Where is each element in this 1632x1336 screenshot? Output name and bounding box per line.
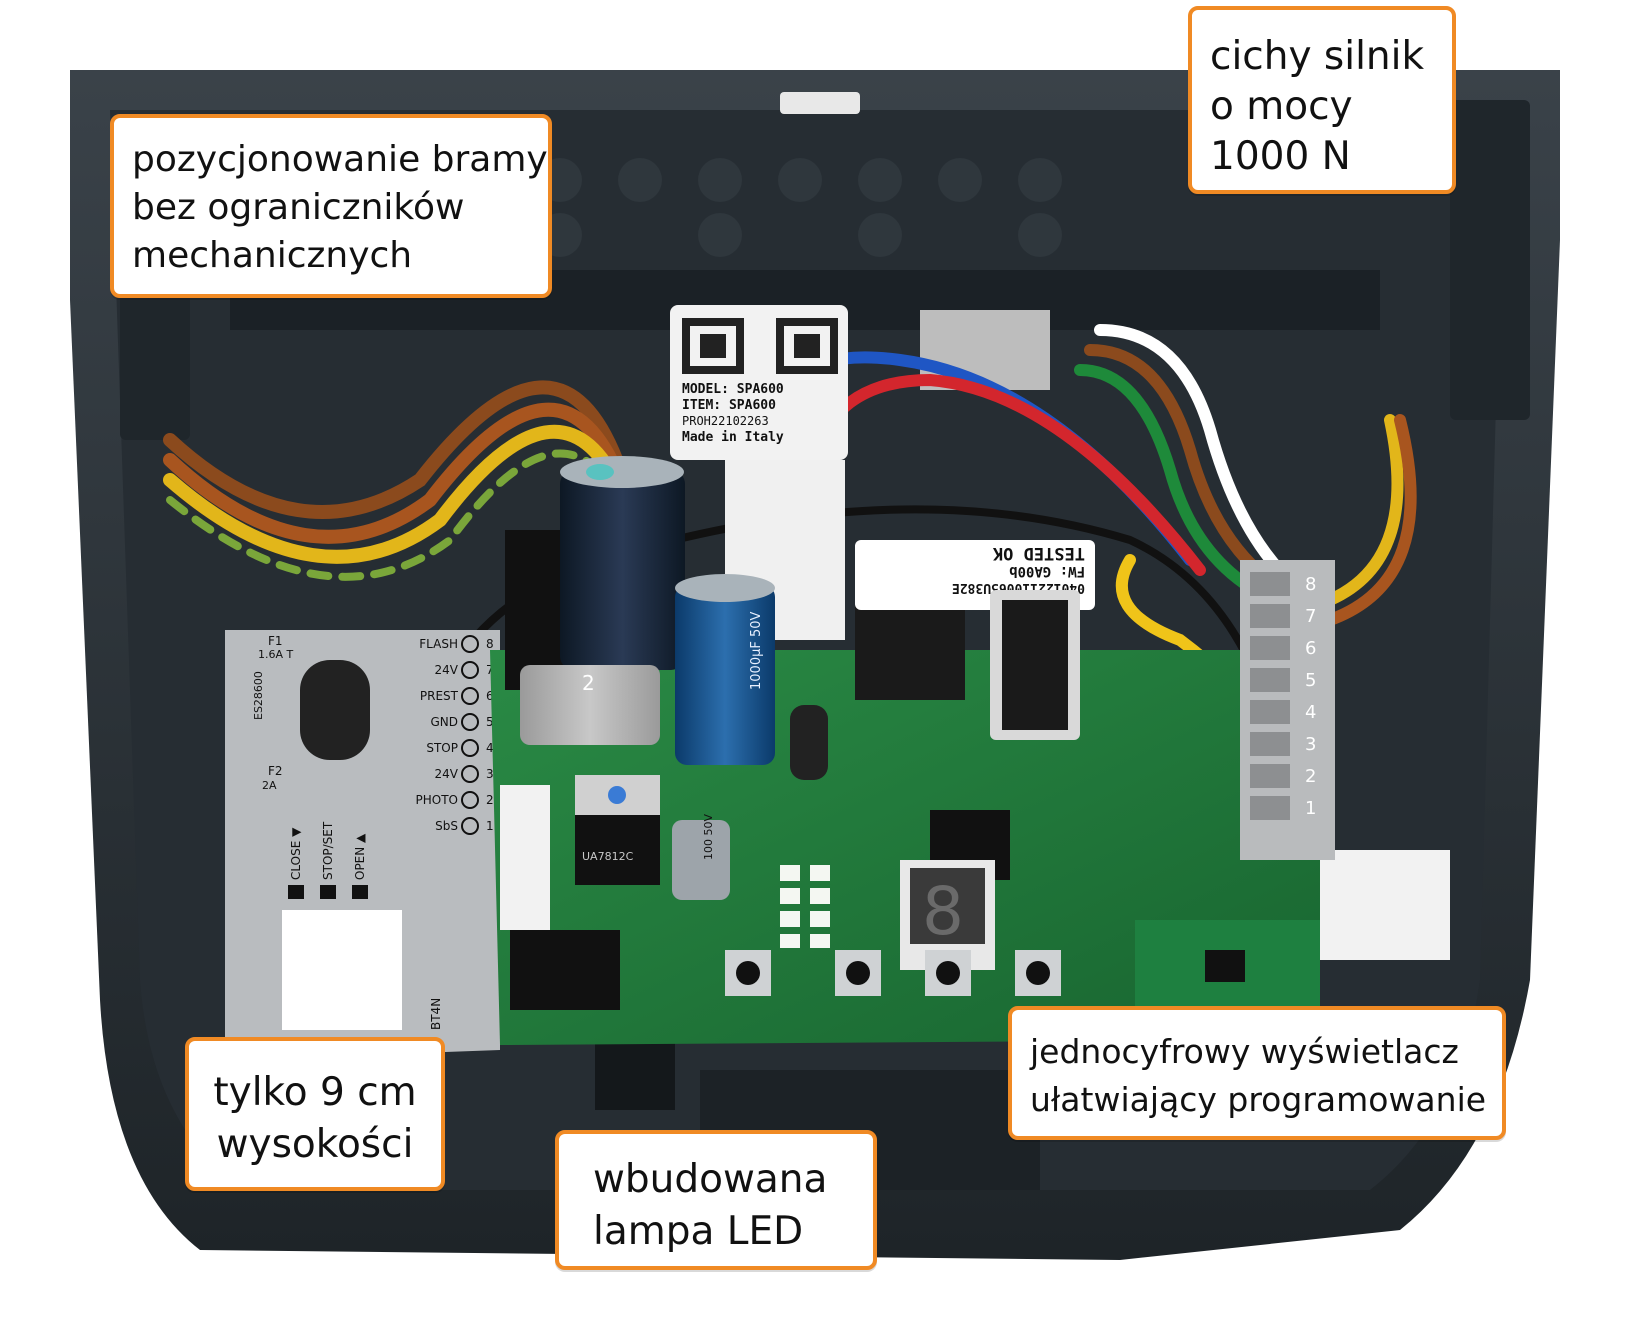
callout-text-line: wbudowana [593, 1157, 828, 1202]
terminal-label: 24V [435, 767, 459, 781]
callout-led-lamp: wbudowana lampa LED [555, 1130, 877, 1270]
terminal-slot [1250, 668, 1290, 692]
terminal-label: PREST [420, 689, 459, 703]
terminal-screw-icon [461, 765, 479, 783]
terminal-number: 2 [486, 793, 494, 807]
callout-text-line: wysokości [216, 1122, 414, 1167]
callout-text-line: lampa LED [593, 1209, 804, 1254]
terminal-block-number: 4 [1305, 702, 1316, 723]
capacitor-big-rating: 1000μF 50V [749, 611, 764, 690]
terminal-block-number: 3 [1305, 734, 1316, 755]
terminal-screw-icon [461, 817, 479, 835]
regulator-label: UA7812C [582, 850, 634, 863]
terminal-slot [1250, 604, 1290, 628]
terminal-screw-icon [461, 661, 479, 679]
side-connector [500, 785, 550, 930]
terminal-number: 8 [486, 637, 494, 651]
callout-text-line: jednocyfrowy wyświetlacz [1030, 1032, 1459, 1071]
fuse1-rating: 1.6A T [258, 648, 294, 661]
panel-button-label: OPEN ▲ [353, 833, 367, 880]
terminal-block: 8 7 6 5 4 3 2 1 [1240, 560, 1335, 860]
capacitor-small [672, 820, 730, 900]
pcb-buttons [725, 950, 1061, 996]
terminal-number: 1 [486, 819, 494, 833]
fuse [520, 665, 660, 745]
terminal-slot [1250, 636, 1290, 660]
terminal-slot [1250, 700, 1290, 724]
terminal-label: SbS [435, 819, 458, 833]
terminal-slot [1250, 732, 1290, 756]
terminal-number: 3 [486, 767, 494, 781]
terminal-screw-icon [461, 713, 479, 731]
label-item: ITEM: SPA600 [682, 398, 776, 413]
terminal-label: PHOTO [416, 793, 458, 807]
callout-text-line: pozycjonowanie bramy [132, 139, 548, 180]
terminal-label: STOP [426, 741, 458, 755]
panel-button-marker-icon [352, 885, 368, 899]
choke [790, 705, 828, 780]
terminal-label: 24V [435, 663, 459, 677]
terminal-block-number: 2 [1305, 766, 1316, 787]
panel-button-label: CLOSE ▼ [289, 827, 303, 880]
terminal-number: 4 [486, 741, 494, 755]
terminal-screw-icon [461, 739, 479, 757]
terminal-screw-icon [461, 791, 479, 809]
tested-status: TESTED OK [992, 543, 1085, 563]
callout-text-line: ułatwiający programowanie [1030, 1080, 1487, 1119]
terminal-block-number: 7 [1305, 606, 1316, 627]
terminal-slot [1250, 572, 1290, 596]
callout-text-line: mechanicznych [132, 235, 413, 276]
callout-text-line: cichy silnik [1210, 34, 1425, 79]
callout-height: tylko 9 cm wysokości [185, 1037, 445, 1191]
callout-text-line: tylko 9 cm [213, 1070, 417, 1115]
fuse-value: 2 [582, 671, 595, 695]
callout-text-line: 1000 N [1210, 134, 1351, 179]
callout-quiet-motor: cichy silnik o mocy 1000 N [1188, 6, 1456, 194]
callout-gate-positioning: pozycjonowanie bramy bez ograniczników m… [110, 114, 552, 298]
regulator [575, 815, 660, 885]
callout-display: jednocyfrowy wyświetlacz ułatwiający pro… [1008, 1006, 1506, 1140]
label-made-in: Made in Italy [682, 430, 784, 445]
panel-button-marker-icon [288, 885, 304, 899]
capacitor-blue [675, 585, 775, 765]
callout-text-line: bez ograniczników [132, 187, 465, 228]
product-label: MODEL: SPA600 ITEM: SPA600 PROH22102263 … [670, 305, 848, 460]
terminal-number: 6 [486, 689, 494, 703]
led-lamp-array [780, 865, 830, 948]
connector-label: BT4N [429, 998, 443, 1030]
panel-code: ES28600 [252, 671, 265, 720]
fuse2-label: F2 [268, 764, 283, 778]
fuse1-label: F1 [268, 634, 283, 648]
terminal-screw-icon [461, 635, 479, 653]
panel-button-labels: CLOSE ▼ STOP/SET OPEN ▲ [288, 821, 368, 899]
header-connector [510, 930, 620, 1010]
terminal-slot [1250, 764, 1290, 788]
seven-segment-digit: 8 [922, 873, 964, 950]
capacitor-small-rating: 100 50V [702, 814, 715, 860]
pcb: 1000μF 50V 2 040122110065U382E FW: GA00b… [490, 456, 1320, 1045]
terminal-block-number: 5 [1305, 670, 1316, 691]
callout-text-line: o mocy [1210, 84, 1353, 129]
terminal-block-number: 8 [1305, 574, 1316, 595]
label-model: MODEL: SPA600 [682, 382, 784, 397]
panel-button-marker-icon [320, 885, 336, 899]
terminal-number: 7 [486, 663, 494, 677]
panel-button-label: STOP/SET [321, 821, 335, 880]
terminal-block-number: 6 [1305, 638, 1316, 659]
fuse2-rating: 2A [262, 779, 277, 792]
tested-firmware: FW: GA00b [1009, 563, 1085, 579]
terminal-screw-icon [461, 687, 479, 705]
terminal-label: GND [430, 715, 458, 729]
terminal-label: FLASH [419, 637, 458, 651]
terminal-block-number: 1 [1305, 798, 1316, 819]
terminal-number: 5 [486, 715, 494, 729]
label-serial: PROH22102263 [682, 414, 769, 428]
terminal-slot [1250, 796, 1290, 820]
capacitor-large [560, 470, 685, 670]
